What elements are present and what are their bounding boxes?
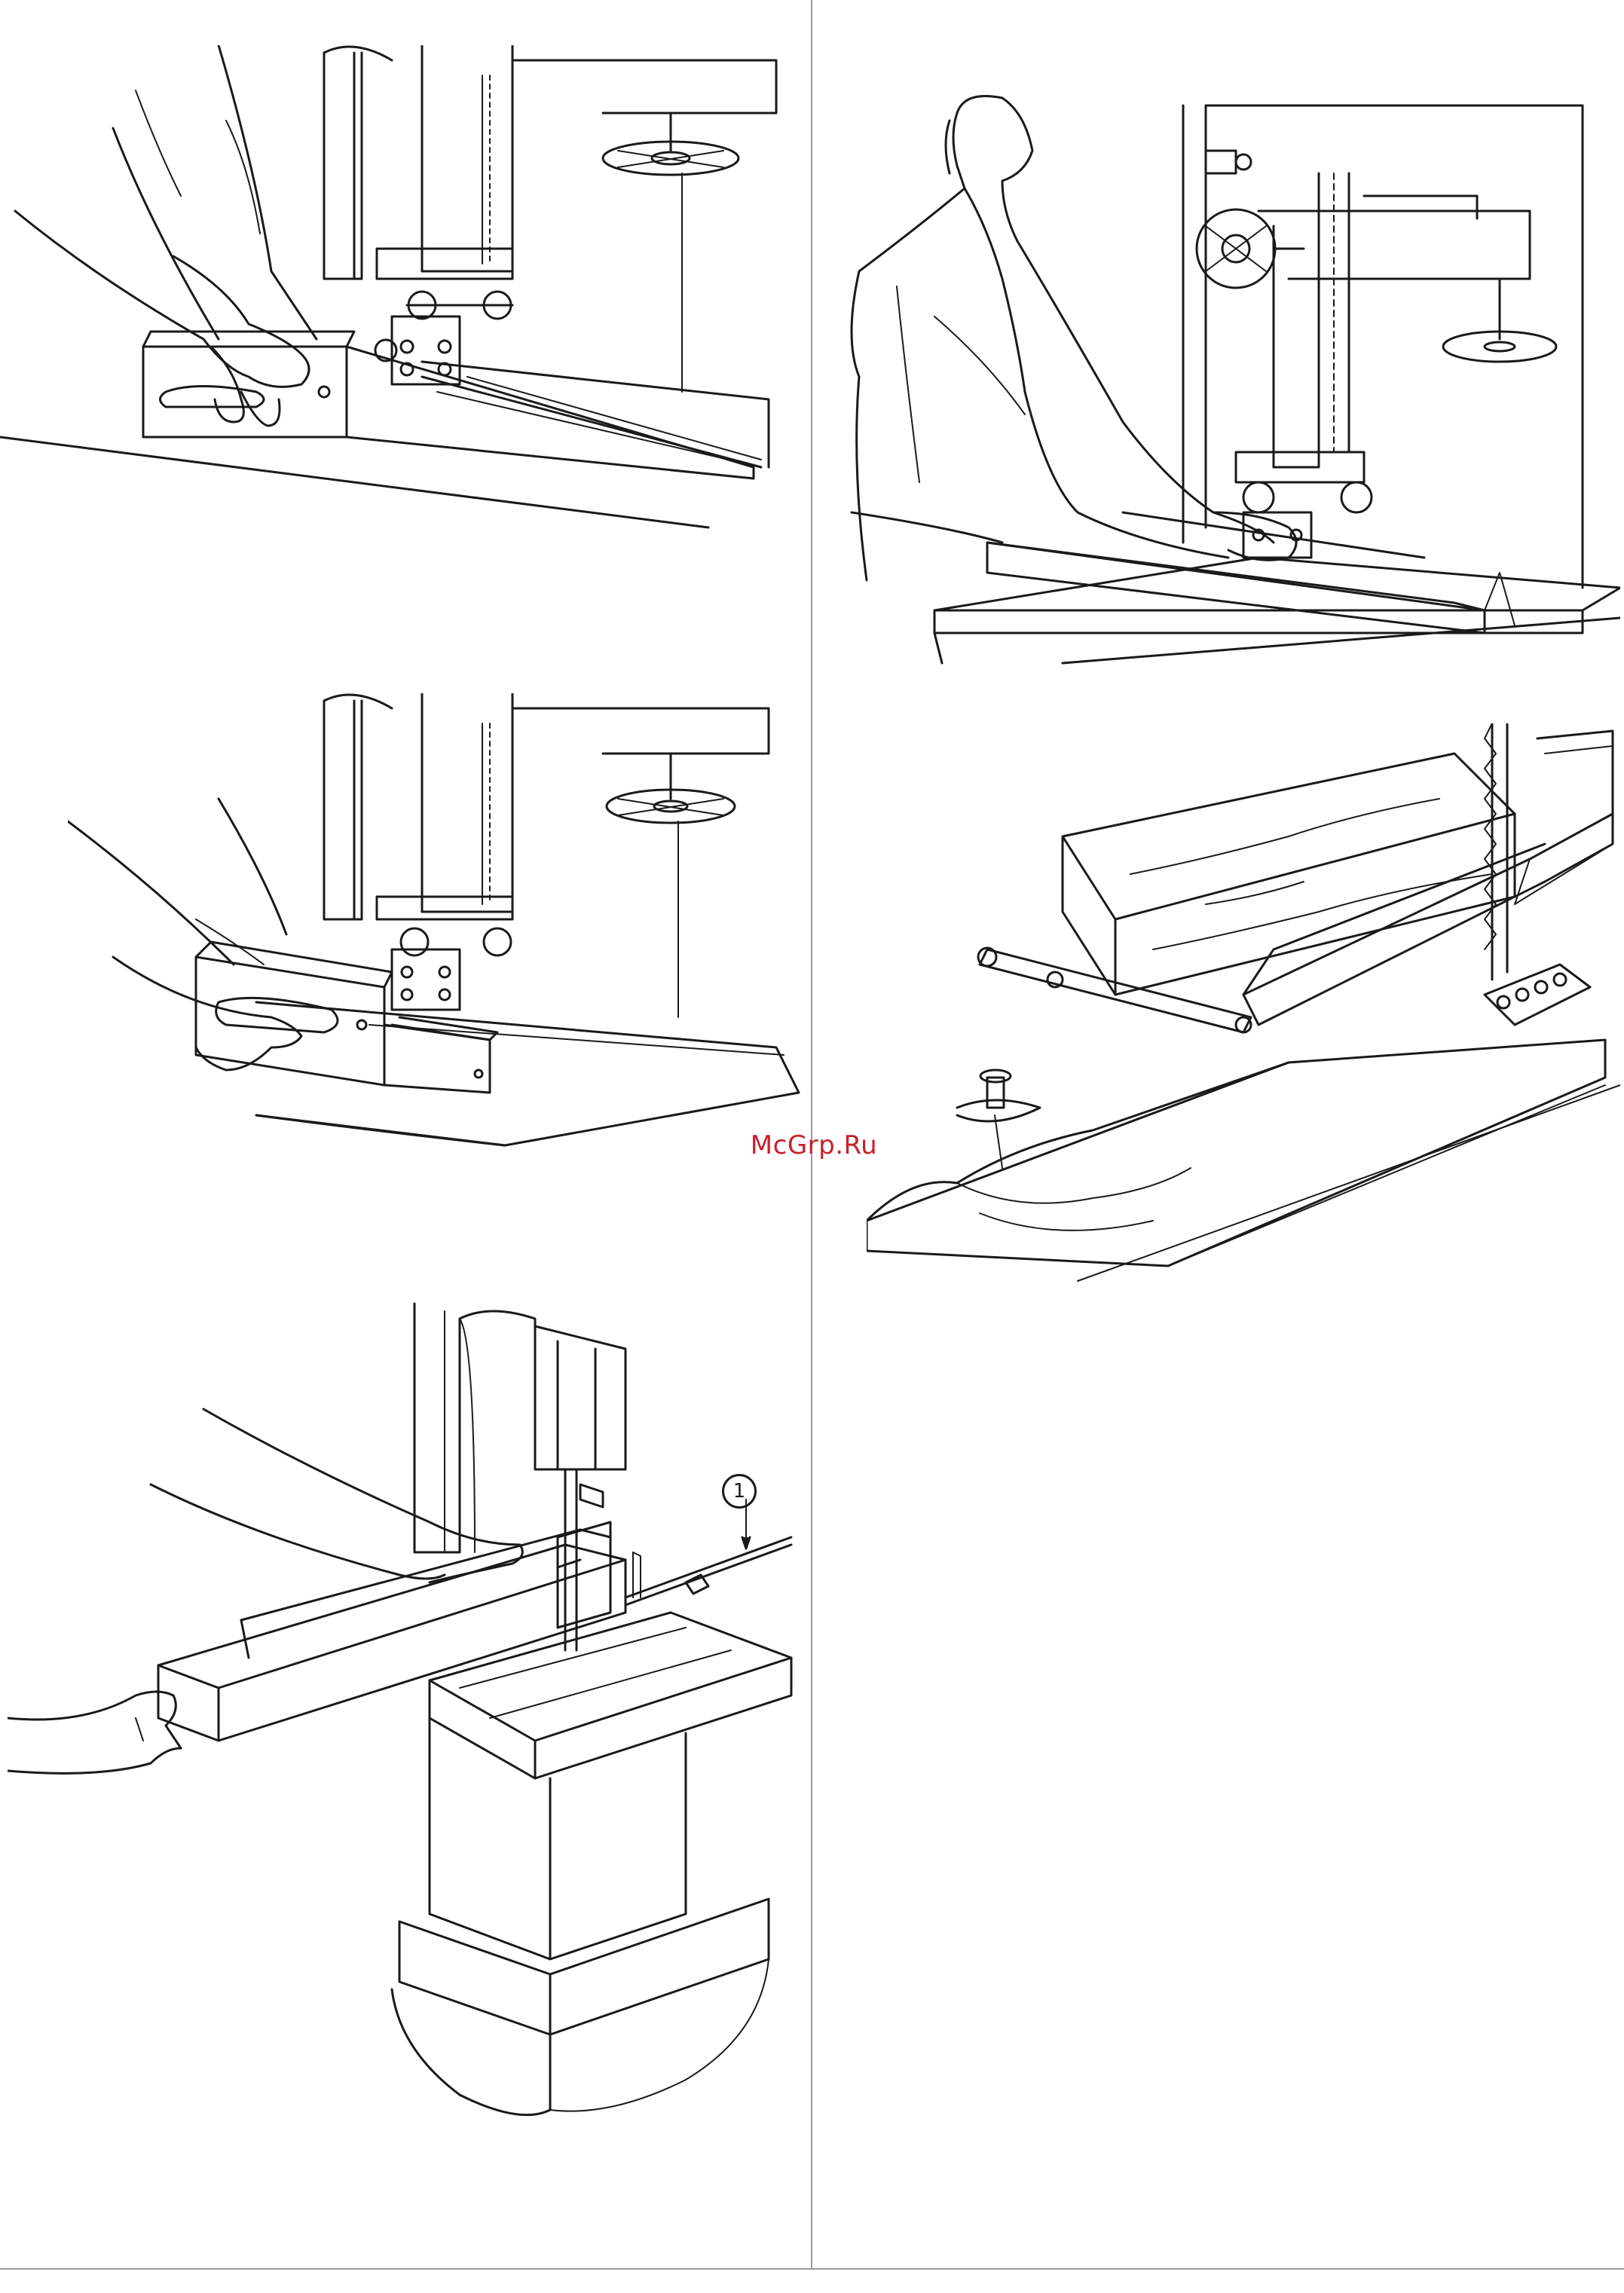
figure-bottom-left — [8, 1296, 806, 2125]
page-bottom-rule — [0, 2268, 1624, 2270]
figure-middle-right — [867, 723, 1620, 1296]
watermark: McGrp.Ru — [739, 1130, 889, 1160]
figure-middle-left — [68, 693, 806, 1176]
figure-top-right — [836, 90, 1620, 686]
callout-1: 1 — [722, 1474, 757, 1509]
figure-top-left — [0, 45, 799, 543]
